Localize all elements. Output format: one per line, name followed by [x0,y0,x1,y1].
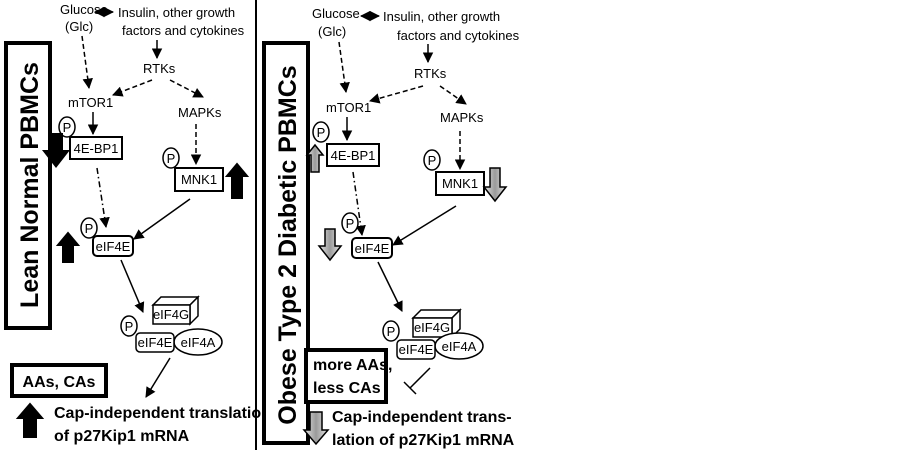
right-4ebp1: 4E-BP1 [331,148,376,163]
left-glucose-label: Glucose [60,2,108,17]
right-arrow-glc-mtor [338,41,350,94]
right-arrow-eif4e-complex [377,261,403,312]
left-mapks: MAPKs [178,105,222,120]
left-phospho-complex [120,315,138,337]
right-mnk1: MNK1 [442,176,478,191]
left-phospho-4ebp1 [58,116,76,138]
right-arrow-rtks-mapks [439,85,467,105]
left-phospho-mnk1 [162,147,180,169]
right-translation-line2: lation of p27Kip1 mRNA [332,432,515,449]
left-mtor1: mTOR1 [68,95,113,110]
right-phospho-complex-label: P [387,324,396,339]
right-glucose-label: Glucose [312,6,360,21]
right-phospho-4ebp1-label: P [317,125,326,140]
left-rtks: RTKs [143,61,176,76]
right-eif4e-complex: eIF4E [399,342,434,357]
right-phospho-eif4e [341,212,359,234]
right-translation-line1: Cap-independent trans- [332,409,512,426]
left-insulin-label-2: factors and cytokines [122,23,245,38]
left-glucose-abbrev: (Glc) [65,19,93,34]
right-translation-down-arrow-icon [302,411,330,446]
left-arrow-glc-mtor [81,35,93,90]
left-arrow-eif4e-complex [120,259,145,313]
right-glucose-abbrev: (Glc) [318,24,346,39]
right-phospho-mnk1-label: P [428,153,437,168]
right-insulin-label: Insulin, other growth [383,9,500,24]
right-4ebp1-up-arrow-icon [305,143,325,173]
right-mtor1: mTOR1 [326,100,371,115]
right-eif4e-down-arrow-icon [317,228,343,262]
right-arrow-rtks-mtor [368,85,424,104]
right-inhibition-line [409,367,431,389]
left-arrow-rtks-mapks [169,79,204,98]
left-eif4a: eIF4A [181,335,216,350]
left-mnk1-up-arrow-icon [224,162,250,199]
left-phospho-4ebp1-label: P [63,120,72,135]
right-phospho-mnk1 [423,149,441,171]
right-eif4a: eIF4A [442,339,477,354]
left-aas-box [10,363,108,398]
right-rtks: RTKs [414,66,447,81]
left-arrow-mnk1-eif4e [133,198,191,240]
right-mnk1-box [435,171,485,196]
left-translation-line1: Cap-independent translation [54,405,271,422]
left-panel: Lean Normal PBMCs Glucose (Glc) Insulin,… [4,2,271,445]
left-phospho-eif4e [80,217,98,239]
right-eif4g: eIF4G [414,320,450,335]
left-title-box [4,41,52,330]
right-mapks: MAPKs [440,110,484,125]
left-translation-up-arrow-icon [15,402,45,438]
left-mnk1-box [174,167,224,192]
right-insulin-label-2: factors and cytokines [397,28,520,43]
right-arrow-mnk1-eif4e [392,205,457,246]
right-inhibition-bar [403,381,417,395]
left-eif4e-up-arrow-icon [55,231,81,263]
right-arrow-4ebp1-eif4e [352,171,366,237]
right-eif4e-complex-box [396,339,436,360]
left-eif4e-box [92,235,134,257]
left-eif4f-complex: eIF4G eIF4A eIF4E P [120,295,223,356]
left-arrow-rtks-mtor [112,79,153,97]
right-phospho-4ebp1 [312,121,330,143]
right-phospho-eif4e-label: P [346,216,355,231]
left-eif4e: eIF4E [96,239,131,254]
left-phospho-complex-label: P [125,319,134,334]
right-aas-label-1: more AAs, [313,357,392,374]
right-title: Obese Type 2 Diabetic PBMCs [274,65,302,424]
left-phospho-mnk1-label: P [167,151,176,166]
right-aas-box [304,348,388,404]
left-4ebp1-box [69,136,123,160]
left-4ebp1-down-arrow-icon [42,133,70,168]
left-title: Lean Normal PBMCs [16,62,44,308]
right-title-box [262,41,310,445]
left-translation-line2: of p27Kip1 mRNA [54,428,190,445]
left-eif4g: eIF4G [153,307,189,322]
right-eif4e-box [351,237,393,259]
left-phospho-eif4e-label: P [85,221,94,236]
right-mnk1-down-arrow-icon [482,167,508,203]
left-eif4e-complex-box [135,332,175,353]
right-eif4e: eIF4E [355,241,390,256]
left-4ebp1: 4E-BP1 [74,141,119,156]
left-arrow-complex-translation [145,357,171,398]
left-eif4e-complex: eIF4E [138,335,173,350]
right-aas-label-2: less CAs [313,380,381,397]
right-4ebp1-box [326,143,380,167]
left-aas-label: AAs, CAs [23,374,96,391]
right-panel: Obese Type 2 Diabetic PBMCs Glucose (Glc… [262,6,520,449]
left-mnk1: MNK1 [181,172,217,187]
left-insulin-label: Insulin, other growth [118,5,235,20]
right-eif4f-complex: eIF4G eIF4A eIF4E P [382,308,484,360]
left-arrow-4ebp1-eif4e [96,167,110,229]
right-phospho-complex [382,320,400,342]
